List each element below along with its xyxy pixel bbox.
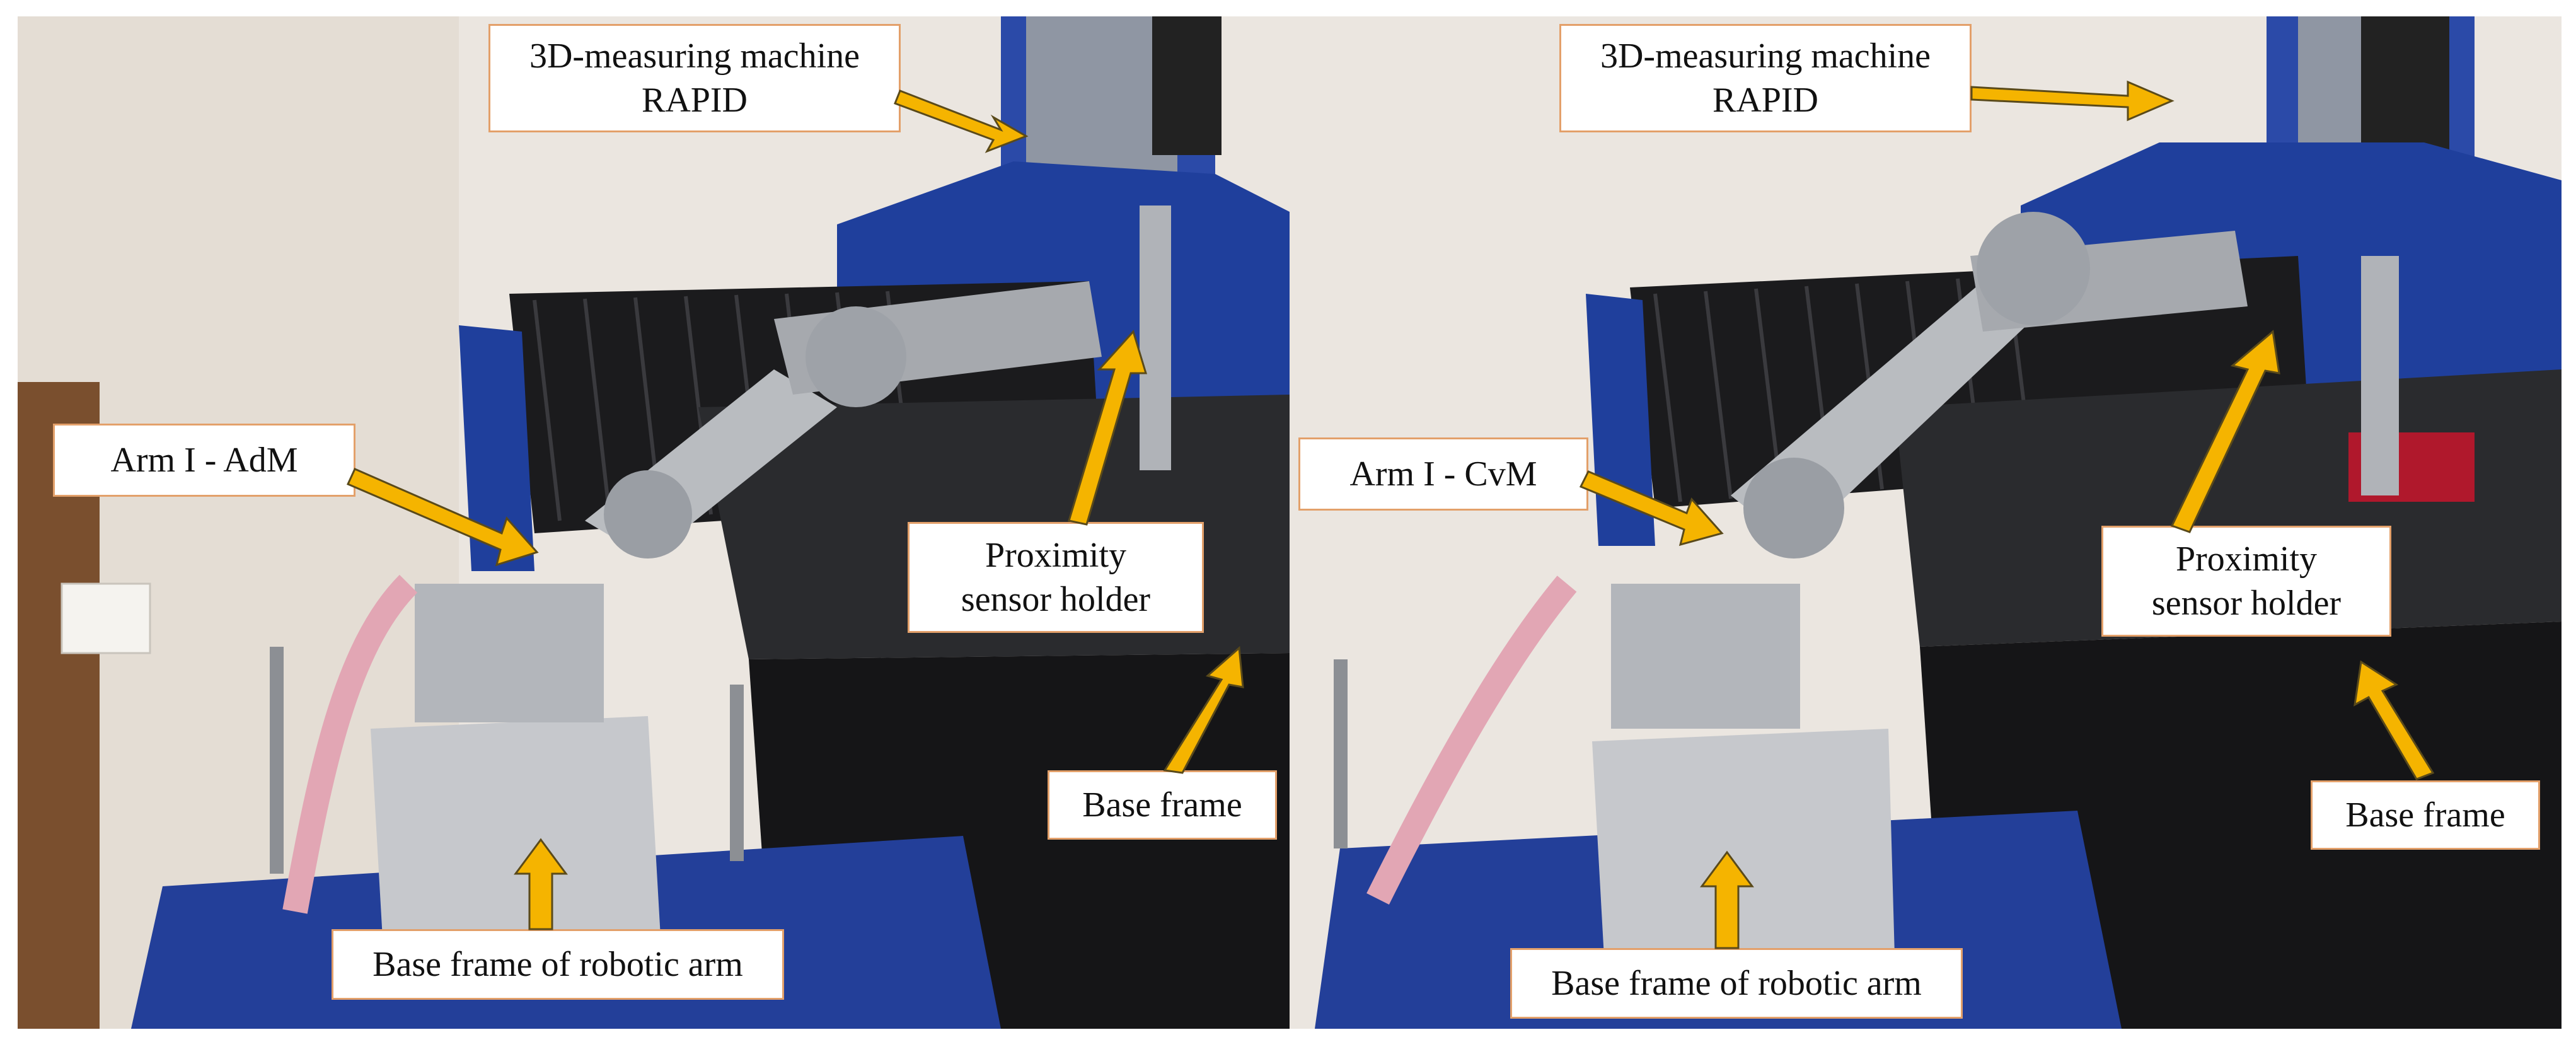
label-3d-measuring-machine: 3D-measuring machine RAPID	[1559, 24, 1972, 132]
label-base-frame-of-robotic-arm: Base frame of robotic arm	[1510, 948, 1963, 1019]
label-arm: Arm I - CvM	[1298, 437, 1588, 511]
label-3d-measuring-machine: 3D-measuring machine RAPID	[488, 24, 901, 132]
photo-panel-left: 3D-measuring machine RAPID Arm I - AdM P…	[18, 16, 1290, 1029]
label-base-frame: Base frame	[1048, 770, 1277, 840]
label-proximity-sensor-holder: Proximity sensor holder	[2101, 526, 2391, 637]
label-arm: Arm I - AdM	[53, 424, 355, 497]
label-base-frame-of-robotic-arm: Base frame of robotic arm	[332, 929, 784, 1000]
label-base-frame: Base frame	[2311, 780, 2540, 850]
photo-panel-right: 3D-measuring machine RAPID Arm I - CvM P…	[1290, 16, 2562, 1029]
lab-photo-right	[1290, 16, 2562, 1029]
label-proximity-sensor-holder: Proximity sensor holder	[908, 522, 1204, 633]
